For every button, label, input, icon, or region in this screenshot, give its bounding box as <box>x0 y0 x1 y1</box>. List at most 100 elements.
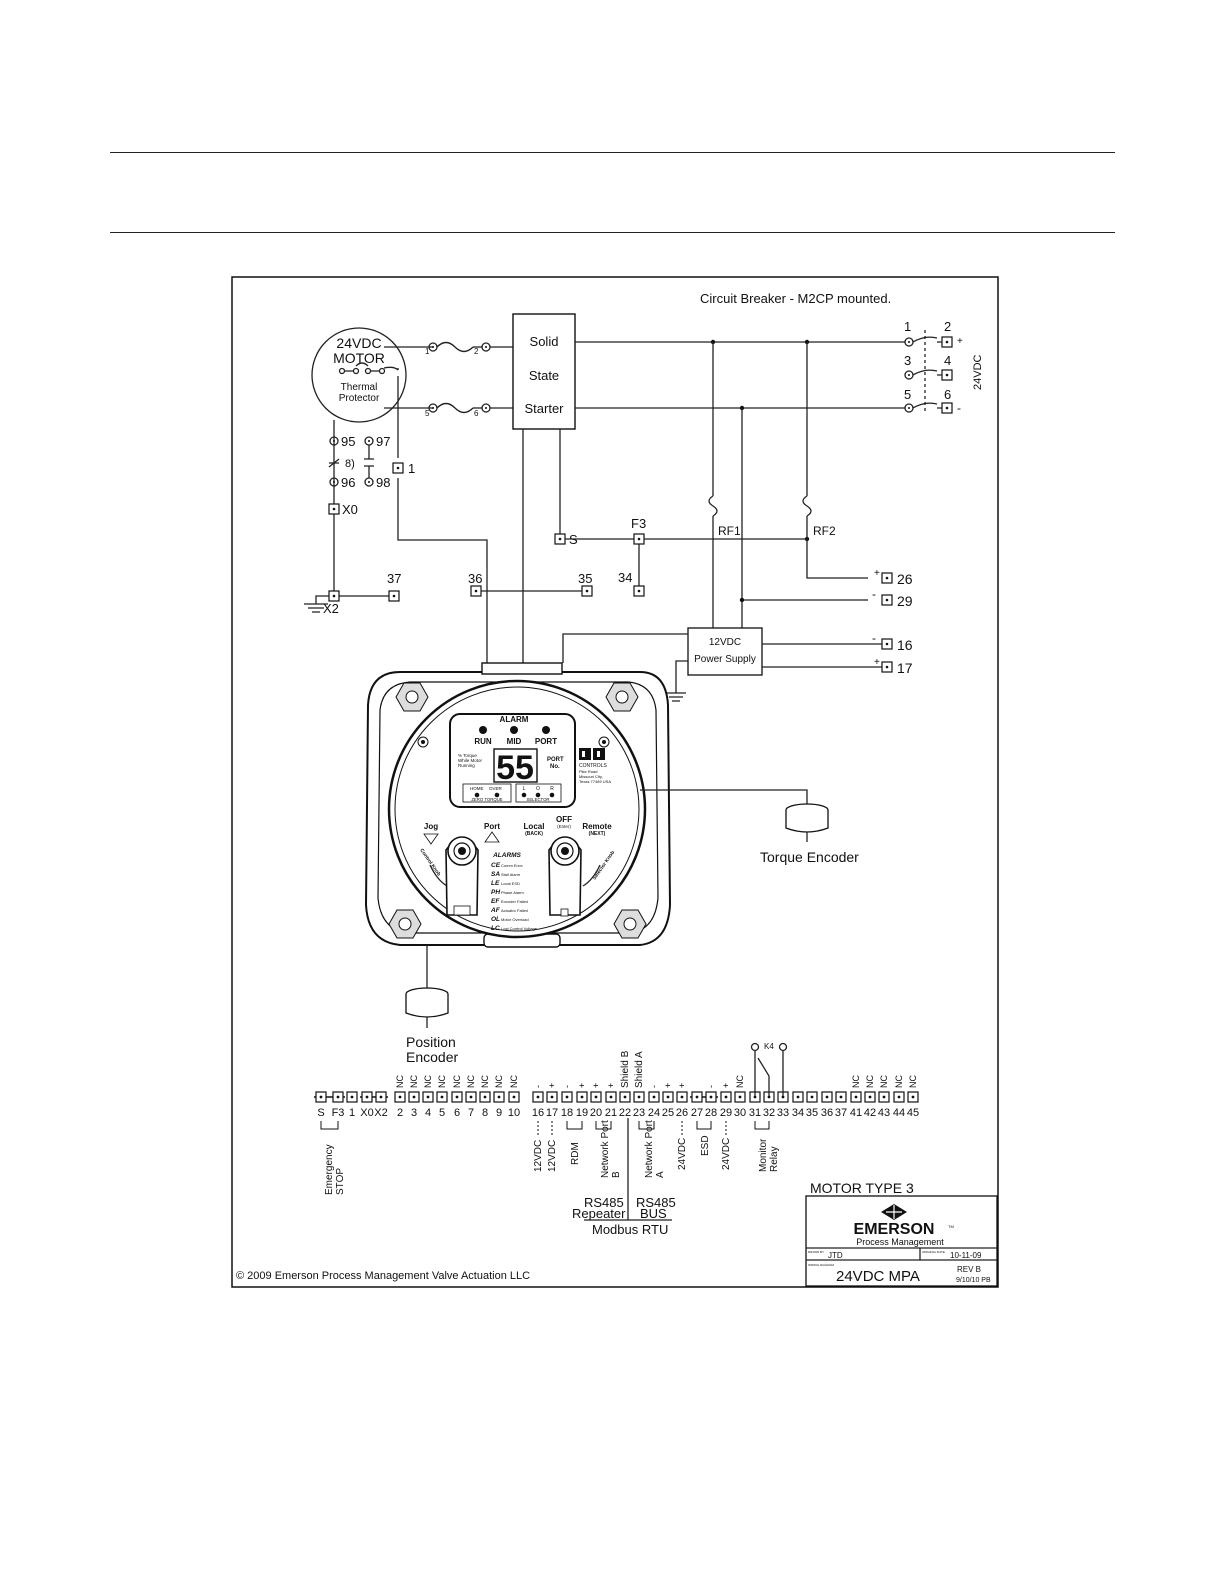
terminal-group-label-6: 24VDC <box>677 1138 688 1170</box>
circuit-breaker: 1 2 3 4 5 6 + - 24VDC <box>904 319 984 415</box>
torque-note-3: Running <box>458 763 475 768</box>
drawn-by-caption: DRAWN BY <box>808 1250 824 1254</box>
power-supply-label-2: Power Supply <box>694 654 756 665</box>
breaker-pin-4: 4 <box>944 353 951 368</box>
revision-date: 9/10/10 PB <box>956 1277 991 1284</box>
terminal-top-label-2: NC <box>395 1075 405 1088</box>
terminal-number-21: 21 <box>605 1107 617 1119</box>
contact-note-label: 8) <box>345 458 355 470</box>
terminal-number-10: 10 <box>508 1107 520 1119</box>
selector-knob[interactable] <box>548 836 582 917</box>
terminal-screw <box>839 1095 843 1099</box>
terminal-top-label-42: NC <box>865 1075 875 1088</box>
terminal-screw <box>497 1095 501 1099</box>
terminal-number-34: 34 <box>792 1107 804 1119</box>
terminal-group-label-5: Network PortA <box>644 1120 666 1178</box>
terminal-screw <box>365 1095 369 1099</box>
terminal-top-label-21: + <box>606 1083 616 1088</box>
terminal-x2-label: X2 <box>323 601 339 616</box>
header-rule-top <box>110 152 1115 153</box>
terminal-number-44: 44 <box>893 1107 905 1119</box>
wire-1-number: 1 <box>425 347 430 356</box>
terminal-top-label-30: NC <box>735 1075 745 1088</box>
emerson-division: Process Management <box>856 1237 944 1247</box>
terminal-screw <box>455 1095 459 1099</box>
rs485-bus-label-1: RS485 <box>636 1195 676 1210</box>
terminal-number-42: 42 <box>864 1107 876 1119</box>
terminal-screw <box>810 1095 814 1099</box>
jog-symbol <box>423 833 439 845</box>
thermal-protector-label-2: Protector <box>339 393 380 404</box>
brand-logo <box>579 748 605 760</box>
node-29-label: 29 <box>897 593 913 609</box>
terminal-number-f3: F3 <box>332 1107 345 1119</box>
position-encoder-label-1: Position <box>406 1034 456 1050</box>
node-36-label: 36 <box>468 571 482 586</box>
knob-remote-sub: (NEXT) <box>589 831 606 837</box>
terminal-screw <box>652 1095 656 1099</box>
terminal-group-bracket <box>638 1121 655 1130</box>
alarm-code-ef: EF <box>491 898 500 905</box>
terminal-top-label-18: - <box>562 1085 572 1088</box>
terminal-number-22: 22 <box>619 1107 631 1119</box>
terminal-screw <box>565 1095 569 1099</box>
terminal-x0-label: X0 <box>342 502 358 517</box>
alarm-label: ALARM <box>500 715 529 724</box>
knob-port-label: Port <box>484 822 500 831</box>
terminal-screw <box>796 1095 800 1099</box>
diagram-title: 24VDC MPA <box>836 1268 920 1285</box>
terminal-number-45: 45 <box>907 1107 919 1119</box>
terminal-top-label-4: NC <box>423 1075 433 1088</box>
fuse-wire-1: 1 2 <box>425 341 491 356</box>
knob-local-sub: (BACK) <box>525 831 543 837</box>
terminal-group-label-9: MonitorRelay <box>758 1138 780 1172</box>
terminal-screw <box>637 1095 641 1099</box>
terminal-group-label-2: 12VDC <box>547 1140 558 1172</box>
supply-plus-sign: + <box>957 336 963 347</box>
breaker-pin-1: 1 <box>904 319 911 334</box>
terminal-screw <box>753 1095 757 1099</box>
terminal-number-5: 5 <box>439 1107 445 1119</box>
terminal-screw <box>680 1095 684 1099</box>
terminal-number-30: 30 <box>734 1107 746 1119</box>
emerson-tm: TM <box>948 1224 954 1229</box>
terminal-top-label-23: Shield A <box>634 1051 645 1088</box>
diagram-frame <box>231 276 999 1288</box>
torque-encoder <box>785 803 829 842</box>
terminal-group-label-4: Network PortB <box>600 1120 622 1178</box>
terminal-number-s: S <box>317 1107 324 1119</box>
alarm-text-ph: Phase Alarm <box>501 890 524 895</box>
breaker-pin-5: 5 <box>904 387 911 402</box>
terminal-screw <box>825 1095 829 1099</box>
fuse-rf2-label: RF2 <box>813 524 836 538</box>
bolt-bottom-right <box>613 909 647 939</box>
terminal-group-label-0: EmergencySTOP <box>324 1144 346 1195</box>
breaker-pin-3: 3 <box>904 353 911 368</box>
node-34-label: 34 <box>618 570 632 585</box>
node-29-sign: - <box>872 587 876 601</box>
knob-jog-label: Jog <box>424 822 438 831</box>
zero-torque-label: ZERO TORQUE <box>471 797 502 802</box>
indicator-over-label: OVER <box>489 786 503 791</box>
indicator-o-label: O <box>536 786 540 792</box>
contact-95-label: 95 <box>341 434 355 449</box>
starter-label-1: Solid <box>530 334 559 349</box>
supply-minus-sign: - <box>957 401 961 415</box>
terminal-number-35: 35 <box>806 1107 818 1119</box>
node-16-sign: - <box>872 631 876 645</box>
control-knob[interactable] <box>445 836 479 916</box>
terminal-number-7: 7 <box>468 1107 474 1119</box>
terminal-top-label-28: - <box>706 1085 716 1088</box>
alarm-text-ef: Encoder Failed <box>501 899 528 904</box>
terminal-number-25: 25 <box>662 1107 674 1119</box>
terminal-screw <box>709 1095 713 1099</box>
contact-96-label: 96 <box>341 475 355 490</box>
terminal-number-31: 31 <box>749 1107 761 1119</box>
aux-contacts: 95 97 8) 96 98 1 X0 X2 <box>323 434 415 616</box>
header-rule-bottom <box>110 232 1115 233</box>
port-symbol <box>484 831 500 843</box>
terminal-number-29: 29 <box>720 1107 732 1119</box>
alarm-code-lc: LC <box>491 925 500 932</box>
